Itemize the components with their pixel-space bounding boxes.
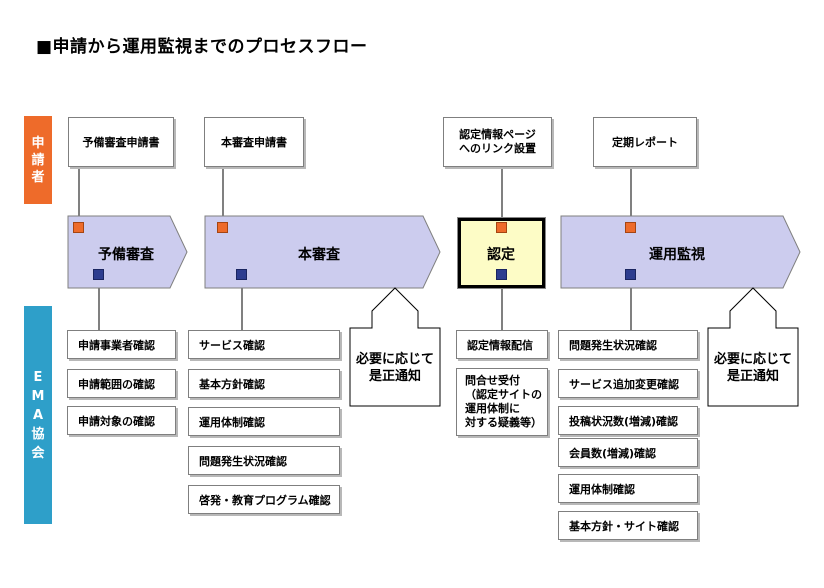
task-main: 啓発・教育プログラム確認 [188,485,340,514]
task-main: サービス確認 [188,330,340,359]
notice-label: 必要に応じて [355,352,434,367]
task-monitor: 運用体制確認 [558,474,698,503]
task-monitor: 投稿状況数(増減)確認 [558,406,698,435]
notice-monitor: 必要に応じて 是正通知 [709,340,797,396]
stage-label-cert: 認定 [487,247,515,263]
lane-ema-char: M [31,388,45,404]
notice-main: 必要に応じて 是正通知 [351,340,439,396]
lane-ema-char: 協 [31,426,45,442]
stage-arrow-main [204,215,441,289]
task-monitor: 問題発生状況確認 [558,330,698,359]
task-cert-inquiry-line: 対する疑義等） [465,416,542,429]
task-prelim: 申請事業者確認 [67,330,176,359]
lane-applicant-char: 申 [31,135,45,151]
notice-label: 是正通知 [368,369,421,384]
stage-arrow-monitor [560,215,801,289]
task-monitor: 会員数(増減)確認 [558,438,698,467]
stage-label-main: 本審査 [298,247,340,263]
lane-applicant-char: 者 [31,169,45,185]
task-cert-inquiry-line: 問合せ受付 [465,374,520,387]
page-title: ■申請から運用監視までのプロセスフロー [36,37,368,57]
stage-label-prelim: 予備審査 [98,247,154,263]
task-monitor: サービス追加変更確認 [558,369,698,398]
ema-marker [625,269,636,280]
doc-cert-page-link: 認定情報ページ へのリンク設置 [443,117,552,167]
doc-label: 定期レポート [612,136,678,149]
doc-prelim-application: 予備審査申請書 [68,117,174,167]
notice-label: 必要に応じて [713,352,792,367]
task-main: 運用体制確認 [188,407,340,436]
task-cert-inquiry: 問合せ受付 （認定サイトの 運用体制に 対する疑義等） [456,368,548,436]
task-prelim: 申請範囲の確認 [67,369,176,398]
task-monitor: 基本方針・サイト確認 [558,511,698,540]
task-prelim: 申請対象の確認 [67,406,176,435]
doc-label: 認定情報ページ [459,128,536,141]
notice-arrow-monitor [707,287,799,407]
ema-marker [496,269,507,280]
lane-ema-char: 会 [31,445,45,461]
ema-marker [236,269,247,280]
notice-label: 是正通知 [726,369,779,384]
doc-main-application: 本審査申請書 [204,117,304,167]
lane-applicant: 申 請 者 [24,116,52,204]
task-main: 基本方針確認 [188,369,340,398]
doc-label: 本審査申請書 [221,136,287,149]
task-cert-distribute: 認定情報配信 [456,330,548,359]
lane-ema-char: E [33,369,43,385]
lane-ema-char: A [32,407,44,423]
applicant-marker [217,222,228,233]
applicant-marker [73,222,84,233]
applicant-marker [496,222,507,233]
doc-label: へのリンク設置 [459,142,536,155]
ema-marker [93,269,104,280]
task-cert-inquiry-line: 運用体制に [465,402,520,415]
notice-arrow-main [349,287,441,407]
doc-label: 予備審査申請書 [82,136,160,149]
task-cert-inquiry-line: （認定サイトの [465,388,542,401]
lane-ema: E M A 協 会 [24,306,52,524]
lane-applicant-char: 請 [31,152,45,168]
stage-label-monitor: 運用監視 [649,247,705,263]
doc-periodic-report: 定期レポート [593,117,697,167]
task-main: 問題発生状況確認 [188,446,340,475]
applicant-marker [625,222,636,233]
